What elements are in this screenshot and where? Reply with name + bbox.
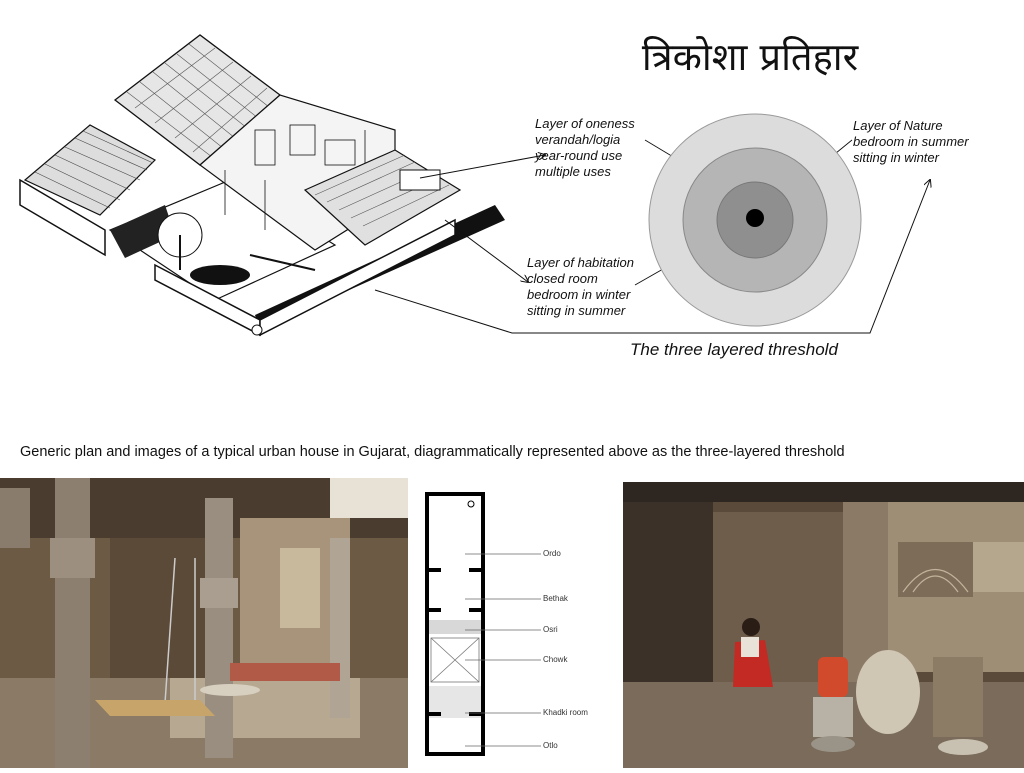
habitation-line-3: bedroom in winter: [527, 287, 631, 302]
habitation-line-1: Layer of habitation: [527, 255, 634, 270]
figure-caption: Generic plan and images of a typical urb…: [20, 444, 845, 460]
courtyard-photo: [0, 478, 408, 768]
label-layer-nature: Layer of Nature bedroom in summer sittin…: [853, 118, 969, 166]
house-axonometric-sketch: [15, 30, 515, 340]
plan-label-ordo: Ordo: [543, 549, 561, 558]
threshold-caption: The three layered threshold: [630, 340, 838, 359]
oneness-line-2: verandah/logia: [535, 132, 621, 147]
habitation-line-4: sitting in summer: [527, 303, 626, 318]
plan-drawing: Ordo Bethak Osri Chowk Khadki room Otlo: [425, 492, 588, 756]
diagram-title: त्रिकोशा प्रतिहार: [641, 35, 859, 79]
habitation-line-2: closed room: [527, 271, 598, 286]
arrow-to-nature: [374, 180, 930, 334]
label-layer-habitation: Layer of habitation closed room bedroom …: [527, 255, 634, 319]
kitchen-courtyard-photo: [623, 482, 1024, 768]
plan-label-otlo: Otlo: [543, 741, 558, 750]
oneness-line-3: year-round use: [535, 148, 623, 163]
arrow-to-oneness: [419, 155, 545, 179]
label-layer-oneness: Layer of oneness verandah/logia year-rou…: [535, 116, 635, 180]
house-sketch-drawing: [19, 34, 505, 337]
plan-label-osri: Osri: [543, 625, 558, 634]
plan-label-chowk: Chowk: [543, 655, 568, 664]
arrow-to-habitation: [444, 219, 528, 282]
connector-arrows: [374, 139, 1024, 334]
oneness-line-1: Layer of oneness: [535, 116, 635, 131]
nature-line-1: Layer of Nature: [853, 118, 943, 133]
three-layer-rings: [648, 113, 862, 327]
nature-line-2: bedroom in summer: [853, 134, 969, 149]
nature-line-3: sitting in winter: [853, 150, 939, 165]
ring-core: [746, 209, 764, 227]
plan-label-bethak: Bethak: [543, 594, 569, 603]
oneness-line-4: multiple uses: [535, 164, 611, 179]
plan-label-khadki-room: Khadki room: [543, 708, 588, 717]
house-plan: Ordo Bethak Osri Chowk Khadki room Otlo: [415, 488, 615, 768]
